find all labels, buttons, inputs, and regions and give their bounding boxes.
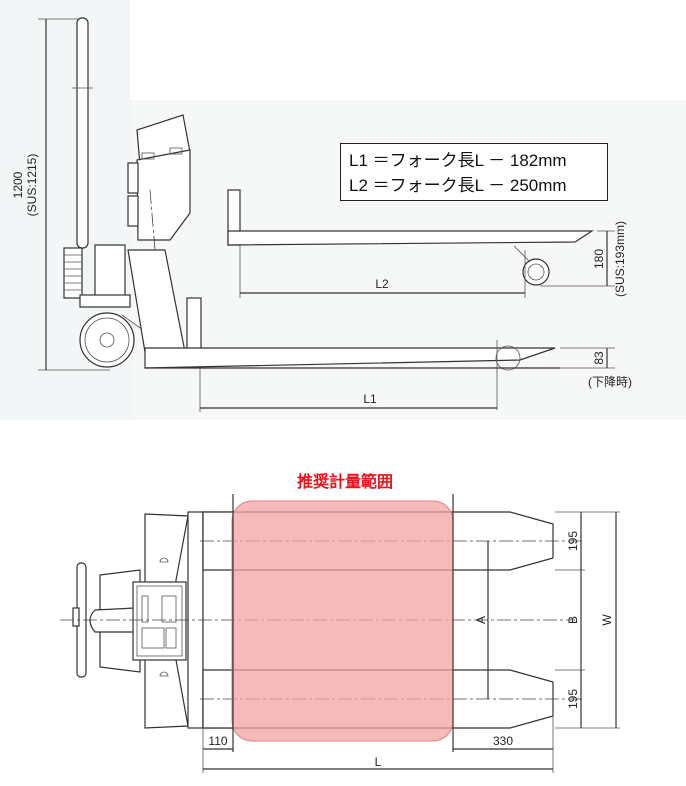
- handle: [76, 17, 89, 249]
- raised-dimension-sus: (SUS:193mm): [613, 221, 627, 297]
- top-view: 110 330 L 195 195 A B W: [60, 494, 620, 773]
- dim-110: 110: [208, 734, 227, 748]
- dim-b: B: [566, 616, 580, 624]
- l2-label: L2: [375, 277, 389, 291]
- lowered-note: (下降時): [588, 375, 632, 389]
- height-dimension-sus: (SUS:1215): [25, 154, 39, 217]
- steer-wheel: [79, 312, 135, 368]
- dim-330: 330: [493, 734, 513, 748]
- dim-a: A: [474, 616, 488, 624]
- recommended-area-title: 推奨計量範囲: [296, 472, 393, 491]
- fork-length-legend: L1 ＝フォーク長L － 182mm L2 ＝フォーク長L － 250mm: [340, 143, 608, 201]
- spring: [63, 247, 83, 299]
- legend-l2: L2 ＝フォーク長L － 250mm: [349, 176, 567, 195]
- dim-w: W: [600, 614, 614, 626]
- pump-cylinder: [94, 244, 126, 298]
- dim-195-top: 195: [566, 531, 580, 551]
- side-view: 1200 (SUS:1215) 180 (SUS:193mm) 83 (下降時)…: [11, 17, 632, 412]
- dim-l: L: [375, 755, 382, 769]
- lowered-dimension: 83: [592, 351, 606, 365]
- dim-195-bottom: 195: [566, 689, 580, 709]
- raised-dimension: 180: [592, 249, 606, 269]
- legend-l1: L1 ＝フォーク長L － 182mm: [349, 151, 567, 170]
- fork-raised: [227, 230, 595, 246]
- height-dimension: 1200: [11, 171, 25, 198]
- l1-label: L1: [363, 392, 377, 406]
- recommended-weighing-area: [231, 500, 454, 742]
